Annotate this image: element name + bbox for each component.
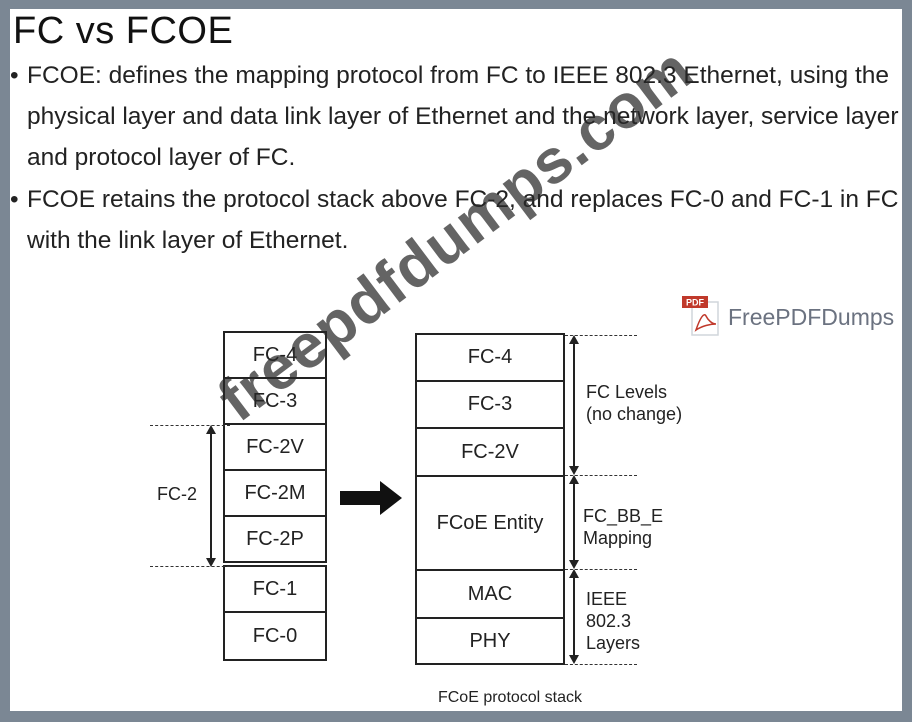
- fc-layer-fc1: FC-1: [223, 565, 327, 613]
- fc2-group-label: FC-2: [157, 484, 197, 504]
- bullet-text: FCOE retains the protocol stack above FC…: [27, 186, 899, 254]
- fc-bb-e-range-arrow: [569, 475, 579, 569]
- diagram-caption: FCoE protocol stack: [437, 689, 583, 706]
- pdf-document-icon: PDF: [682, 296, 719, 336]
- bullet-marker: •: [10, 62, 19, 89]
- slide: FC vs FCOE • FCOE: defines the mapping p…: [10, 9, 902, 711]
- fcoe-layer-fc4: FC-4: [415, 333, 565, 382]
- fcoe-layer-fc3: FC-3: [415, 380, 565, 429]
- ieee-range-arrow: [569, 569, 579, 664]
- slide-title: FC vs FCOE: [13, 10, 234, 52]
- bullet-text: FCOE: defines the mapping protocol from …: [27, 62, 899, 171]
- fcoe-dashed-line-low: [565, 569, 637, 570]
- ieee-label: IEEE 802.3 Layers: [586, 589, 641, 653]
- fc2-range-arrow: [206, 425, 216, 567]
- fc-layer-fc4: FC-4: [223, 331, 327, 379]
- fcoe-dashed-line-top: [565, 335, 637, 336]
- fcoe-layer-entity: FCoE Entity: [415, 475, 565, 571]
- bullet-1: • FCOE: defines the mapping protocol fro…: [10, 55, 902, 178]
- logo-text: FreePDFDumps: [728, 304, 895, 330]
- freepdfdumps-logo: PDF FreePDFDumps: [682, 294, 902, 339]
- fc-levels-label: FC Levels (no change): [586, 382, 683, 424]
- fc-layer-fc2p: FC-2P: [223, 515, 327, 563]
- fcoe-dashed-line-mid: [565, 475, 637, 476]
- pdf-badge-text: PDF: [686, 298, 705, 308]
- fc-bb-e-label: FC_BB_E Mapping: [583, 506, 664, 548]
- fc2-top-dashed-line: [150, 425, 230, 426]
- fcoe-layer-phy: PHY: [415, 617, 565, 665]
- fc-layer-fc3: FC-3: [223, 377, 327, 425]
- right-arrow-icon: [340, 481, 402, 515]
- fcoe-dashed-line-bottom: [565, 664, 637, 665]
- fcoe-layer-fc2v: FC-2V: [415, 427, 565, 477]
- fc-layer-fc2v: FC-2V: [223, 423, 327, 471]
- bullet-marker: •: [10, 186, 19, 213]
- bullet-2: • FCOE retains the protocol stack above …: [10, 179, 902, 261]
- fc-layer-fc0: FC-0: [223, 611, 327, 661]
- fc2-bottom-dashed-line: [150, 566, 230, 567]
- fc-levels-range-arrow: [569, 335, 579, 475]
- fc-layer-fc2m: FC-2M: [223, 469, 327, 517]
- fcoe-layer-mac: MAC: [415, 569, 565, 619]
